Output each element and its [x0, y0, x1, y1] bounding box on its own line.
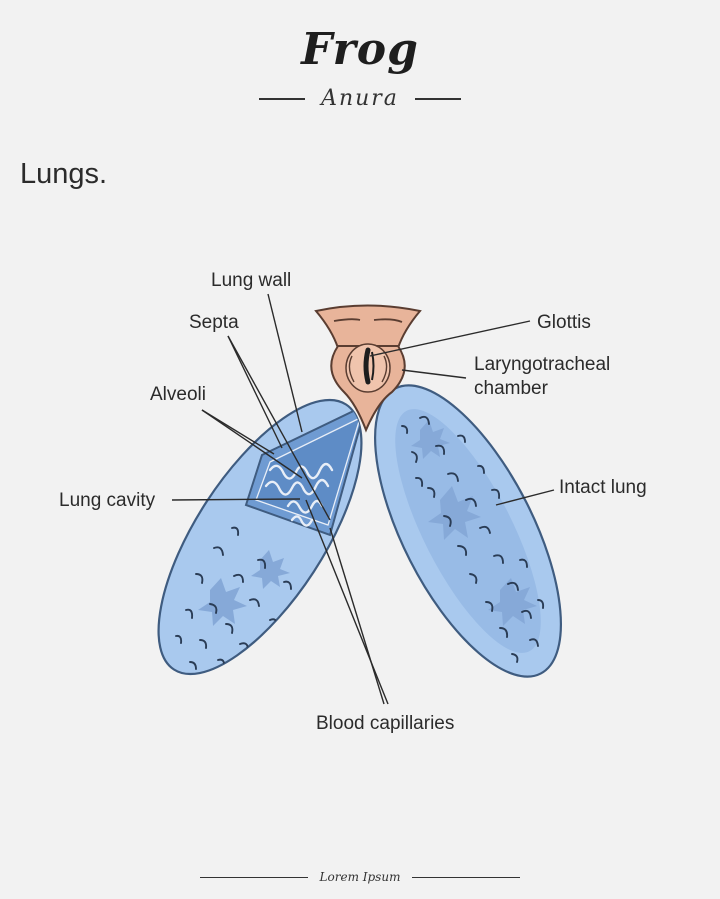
- chamber-top-flare: [314, 304, 422, 349]
- footer-rule-left: [199, 876, 308, 878]
- section-heading: Lungs.: [20, 158, 108, 190]
- right-lung-texture: [395, 409, 545, 663]
- page-title: Frog: [301, 24, 419, 75]
- leader-lines: [171, 293, 555, 705]
- footer-rule-right: [412, 876, 521, 878]
- label-blood-capillaries: Blood capillaries: [316, 713, 454, 734]
- sectioned-lung: [157, 398, 368, 676]
- septa-folds: [264, 462, 334, 527]
- left-lung-shape: [157, 398, 363, 676]
- label-lung-cavity: Lung cavity: [59, 490, 156, 511]
- label-septa: Septa: [189, 312, 239, 333]
- laryngotracheal-chamber: [314, 304, 422, 433]
- subtitle-rule-right: [414, 97, 461, 100]
- left-lung-texture: [175, 403, 368, 670]
- subtitle-row: Anura: [0, 86, 720, 111]
- label-laryngotracheal-line1: Laryngotracheal: [474, 354, 610, 375]
- footer-text: Lorem Ipsum: [319, 870, 401, 884]
- label-laryngotracheal-line2: chamber: [474, 378, 549, 399]
- label-alveoli: Alveoli: [150, 384, 206, 405]
- label-lung-wall: Lung wall: [211, 270, 291, 291]
- label-glottis: Glottis: [537, 312, 591, 333]
- page-subtitle: Anura: [321, 86, 399, 111]
- intact-lung: [373, 384, 563, 678]
- label-intact-lung: Intact lung: [559, 477, 647, 498]
- glottis-slit: [363, 347, 371, 385]
- subtitle-rule-left: [259, 97, 306, 100]
- footer-row: Lorem Ipsum: [0, 870, 720, 884]
